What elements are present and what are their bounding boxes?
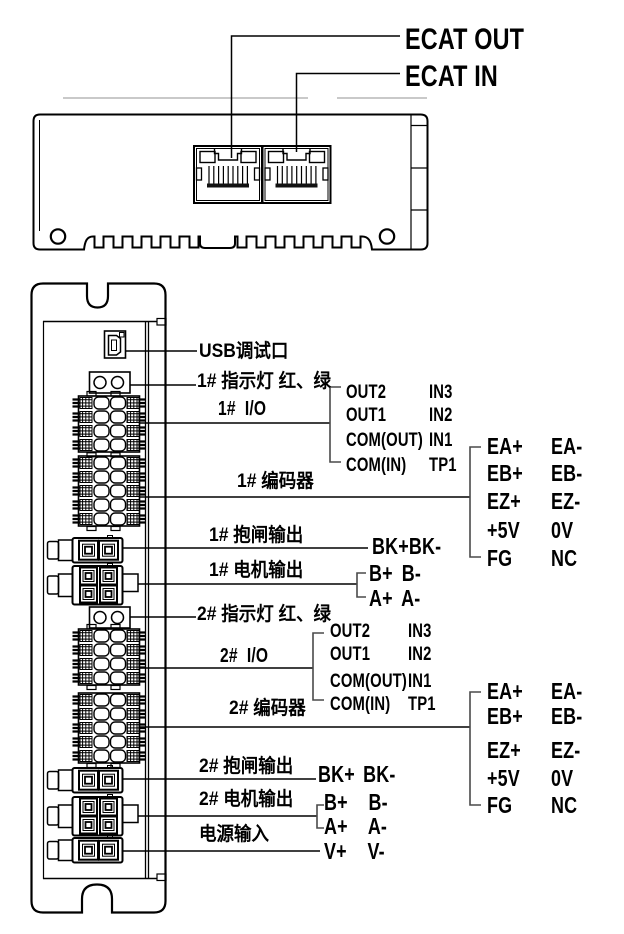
leader-ecat-in bbox=[295, 72, 400, 152]
usb-port bbox=[103, 330, 127, 359]
pin-enc1-ea-minus: EA- bbox=[551, 433, 583, 459]
front-device bbox=[30, 282, 167, 914]
bracket-encoder-1 bbox=[469, 446, 481, 558]
pin-enc2-eb-plus: EB+ bbox=[487, 703, 523, 729]
ecat-in-port bbox=[261, 145, 332, 204]
pin-io1-comout: COM(OUT) bbox=[346, 430, 423, 451]
pin-io1-out1: OUT1 bbox=[346, 405, 387, 426]
leader-ecat-out bbox=[230, 35, 400, 158]
pin-io2-in3: IN3 bbox=[408, 621, 432, 642]
pin-io1-tp1: TP1 bbox=[429, 455, 457, 476]
top-device bbox=[32, 35, 429, 251]
label-led-1: 1# 指示灯 红、绿 bbox=[197, 371, 332, 392]
label-brake-1: 1# 抱闸输出 bbox=[209, 525, 304, 546]
bottom-bezel-tab bbox=[156, 873, 167, 882]
pin-enc1-ez-minus: EZ- bbox=[551, 488, 581, 514]
leader-lines bbox=[122, 350, 470, 852]
front-device-outline bbox=[30, 282, 167, 914]
pin-brake-1: BK+BK- bbox=[372, 533, 442, 559]
encoder-block-1 bbox=[71, 455, 148, 532]
pin-enc2-nc: NC bbox=[551, 792, 578, 818]
pin-brake-2: BK+ BK- bbox=[318, 761, 396, 787]
pin-io2-comin: COM(IN) bbox=[330, 694, 391, 715]
screw-hole-left bbox=[49, 228, 67, 245]
pin-io1-in3: IN3 bbox=[429, 382, 453, 403]
pin-enc2-eb-minus: EB- bbox=[551, 703, 583, 729]
pin-io2-out1: OUT1 bbox=[330, 644, 371, 665]
pin-enc2-ea-minus: EA- bbox=[551, 678, 583, 704]
label-motor-2: 2# 电机输出 bbox=[199, 789, 294, 810]
pin-motor-1-a: A+ A- bbox=[369, 585, 421, 611]
motor-connector-2 bbox=[48, 795, 139, 836]
brake-connector-2 bbox=[48, 766, 123, 793]
pin-motor-1-b: B+ B- bbox=[369, 560, 422, 586]
ecat-out-port bbox=[193, 145, 263, 204]
pin-enc1-fg: FG bbox=[487, 545, 513, 571]
pin-enc1-ea-plus: EA+ bbox=[487, 433, 523, 459]
label-led-2: 2# 指示灯 红、绿 bbox=[197, 604, 332, 625]
bracket-encoder-2 bbox=[469, 691, 481, 806]
pin-enc2-fg: FG bbox=[487, 792, 513, 818]
label-encoder-2: 2# 编码器 bbox=[229, 698, 306, 719]
bracket-io-1 bbox=[329, 386, 341, 463]
pin-enc1-eb-minus: EB- bbox=[551, 460, 583, 486]
pin-io2-in2: IN2 bbox=[408, 644, 432, 665]
pin-enc2-0v: 0V bbox=[551, 765, 574, 791]
pin-io2-in1: IN1 bbox=[408, 671, 432, 692]
pin-enc1-eb-plus: EB+ bbox=[487, 460, 523, 486]
top-bezel-tab bbox=[156, 317, 167, 326]
pin-power: V+ V- bbox=[324, 838, 385, 864]
led-block-1 bbox=[88, 371, 131, 394]
right-fold-lines bbox=[410, 114, 427, 250]
pin-io2-comout: COM(OUT) bbox=[330, 671, 407, 692]
faceplate-edge-lines bbox=[144, 321, 150, 879]
pin-enc1-nc: NC bbox=[551, 545, 578, 571]
pin-motor-2-b: B+ B- bbox=[324, 789, 388, 815]
pin-enc2-ez-minus: EZ- bbox=[551, 737, 581, 763]
pin-enc1-ez-plus: EZ+ bbox=[487, 488, 521, 514]
pin-enc2-ez-plus: EZ+ bbox=[487, 737, 521, 763]
pin-io1-in2: IN2 bbox=[429, 405, 453, 426]
label-io-2: 2# I/O bbox=[220, 645, 269, 667]
label-usb-port: USB调试口 bbox=[199, 341, 289, 362]
label-encoder-1: 1# 编码器 bbox=[237, 471, 314, 492]
pin-motor-2-a: A+ A- bbox=[324, 813, 388, 839]
motor-connector-1 bbox=[48, 564, 139, 605]
pin-enc1-0v: 0V bbox=[551, 517, 574, 543]
io-block-1 bbox=[71, 390, 148, 458]
bracket-io-2 bbox=[312, 632, 324, 701]
label-ecat-in: ECAT IN bbox=[405, 60, 498, 93]
pin-enc1-5v: +5V bbox=[487, 517, 520, 543]
power-connector bbox=[48, 836, 123, 863]
label-io-1: 1# I/O bbox=[218, 398, 267, 420]
brake-connector-1 bbox=[48, 536, 123, 563]
bracket-motor-1 bbox=[356, 572, 366, 598]
label-power-input: 电源输入 bbox=[199, 824, 269, 845]
label-ecat-out: ECAT OUT bbox=[405, 23, 525, 56]
pin-io2-tp1: TP1 bbox=[408, 694, 436, 715]
screw-hole-right bbox=[378, 228, 396, 245]
pin-io2-out2: OUT2 bbox=[330, 621, 371, 642]
pin-enc2-ea-plus: EA+ bbox=[487, 678, 523, 704]
encoder-block-2 bbox=[71, 692, 148, 769]
top-device-outline bbox=[32, 113, 429, 251]
label-brake-2: 2# 抱闸输出 bbox=[199, 756, 294, 777]
pin-group-brackets bbox=[312, 386, 481, 829]
pin-io1-out2: OUT2 bbox=[346, 382, 387, 403]
pin-io1-comin: COM(IN) bbox=[346, 455, 407, 476]
bracket-motor-2 bbox=[316, 804, 324, 829]
io-block-2 bbox=[71, 623, 148, 691]
label-motor-1: 1# 电机输出 bbox=[209, 560, 304, 581]
pin-io1-in1: IN1 bbox=[429, 430, 453, 451]
pin-enc2-5v: +5V bbox=[487, 765, 520, 791]
